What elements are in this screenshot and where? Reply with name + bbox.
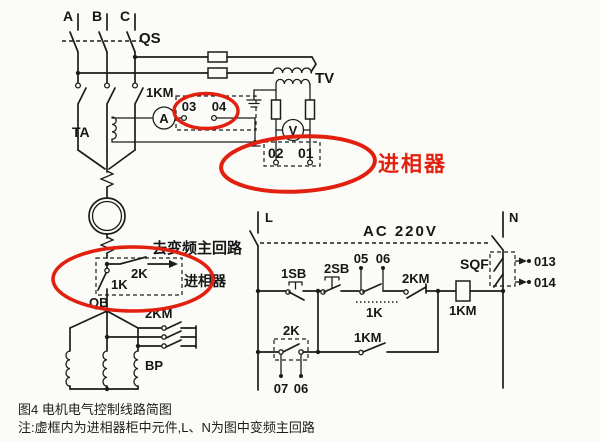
sb1-label: 1SB <box>281 266 306 281</box>
phase-advancer-cabinet-box: 2K 1K <box>95 256 183 312</box>
tv-label: TV <box>315 70 334 87</box>
caption-line2: 注:虚框内为进相器柜中元件,L、N为图中变频主回路 <box>18 420 315 435</box>
bp-label: BP <box>145 358 163 373</box>
terminal-01-label: 01 <box>298 145 314 161</box>
ta-label: TA <box>72 124 90 140</box>
fuse <box>270 99 282 120</box>
phase-advancer-cabinet-label: 进相器 <box>184 273 227 289</box>
sb2-label: 2SB <box>324 261 349 276</box>
terminal-06-label: 06 <box>376 251 390 266</box>
k2-contact-label: 2K <box>283 323 300 338</box>
red-annotations: 进相器 <box>51 91 447 313</box>
to-vfd-arrow-icon <box>169 260 178 268</box>
control-rung-2: 2K 07 06 1KM <box>255 290 439 396</box>
terminal-014-label: 014 <box>534 275 556 290</box>
k1-switch-label: 1K <box>111 277 128 292</box>
incoming-phase-lines: A B C <box>63 8 136 31</box>
rotor-circuit: QB 2KM <box>65 295 197 392</box>
sqf-limit-switch: SQF 013 014 <box>460 251 556 290</box>
red-circle-terminals-0201 <box>219 134 377 194</box>
arrow-013-icon <box>519 257 527 265</box>
km1-coil: 1KM <box>437 280 504 318</box>
cable-break-icon <box>99 236 115 254</box>
caption-line1: 图4 电机电气控制线路简图 <box>18 402 172 417</box>
terminal-013-label: 013 <box>534 254 556 269</box>
bp-rheostat: BP <box>65 350 163 392</box>
qs-label: QS <box>139 30 161 47</box>
n-rail-label: N <box>509 210 518 225</box>
cable-break-icon <box>99 170 115 188</box>
terminal-04-point <box>210 114 218 122</box>
ground-symbol-icon <box>246 99 262 108</box>
voltmeter-letter: V <box>289 123 298 138</box>
fuse <box>304 99 316 120</box>
sb1-stop-button: 1SB <box>281 266 317 301</box>
fuse <box>207 51 228 63</box>
motor-branch <box>77 149 136 259</box>
control-rung-1: 1SB 2SB 05 06 1K <box>255 251 506 353</box>
km2-contact-label: 2KM <box>402 271 429 286</box>
l-rail-label: L <box>265 210 273 225</box>
phase-a-label: A <box>63 8 73 24</box>
terminal-06b-label: 06 <box>294 381 308 396</box>
ammeter-letter: A <box>159 111 169 126</box>
km1-main-label: 1KM <box>146 85 173 100</box>
km2-contacts <box>161 321 197 349</box>
terminal-02-point <box>272 159 280 166</box>
red-circle-terminals-0304 <box>172 91 240 131</box>
km1-aux-contact: 1KM <box>317 290 439 356</box>
terminal-01-point <box>306 159 314 166</box>
cabinet-terminal-box-0201 <box>263 141 321 167</box>
k1-contact-with-terminals: 05 06 1K <box>354 251 405 320</box>
tv-voltage-transformer: TV V 02 01 <box>246 67 334 167</box>
terminal-04-label: 04 <box>212 99 227 114</box>
tv-feeder-buses <box>75 51 317 79</box>
km1-coil-label: 1KM <box>449 303 476 318</box>
terminal-07-label: 07 <box>274 381 288 396</box>
k2-switch-label: 2K <box>131 266 148 281</box>
sb2-start-button: 2SB <box>317 261 360 295</box>
ac-supply-label: AC 220V <box>363 223 438 240</box>
k1-contact-label: 1K <box>366 305 383 320</box>
km1-main-contactor: 1KM <box>74 82 173 151</box>
phase-b-label: B <box>92 8 102 24</box>
terminal-03-label: 03 <box>182 99 196 114</box>
ammeter-circuit: A 03 04 <box>152 95 257 131</box>
sqf-label: SQF <box>460 256 489 272</box>
red-circle-advancer-box <box>51 245 215 313</box>
motor <box>88 197 126 235</box>
km2-nc-contact: 2KM <box>402 271 439 299</box>
arrow-014-icon <box>519 278 527 286</box>
km1-aux-label: 1KM <box>354 330 381 345</box>
phase-c-label: C <box>120 8 130 24</box>
k2-contact-box: 2K 07 06 <box>273 323 319 396</box>
caption: 图4 电机电气控制线路简图 注:虚框内为进相器柜中元件,L、N为图中变频主回路 <box>18 402 315 435</box>
phase-advancer-red-label: 进相器 <box>378 152 447 176</box>
cabinet-terminal-box-0304 <box>175 95 257 131</box>
control-rails: L N AC 220V <box>249 210 518 391</box>
terminal-02-label: 02 <box>268 145 284 161</box>
terminal-03-point <box>180 114 188 122</box>
fuse <box>207 67 228 79</box>
terminal-05-label: 05 <box>354 251 368 266</box>
